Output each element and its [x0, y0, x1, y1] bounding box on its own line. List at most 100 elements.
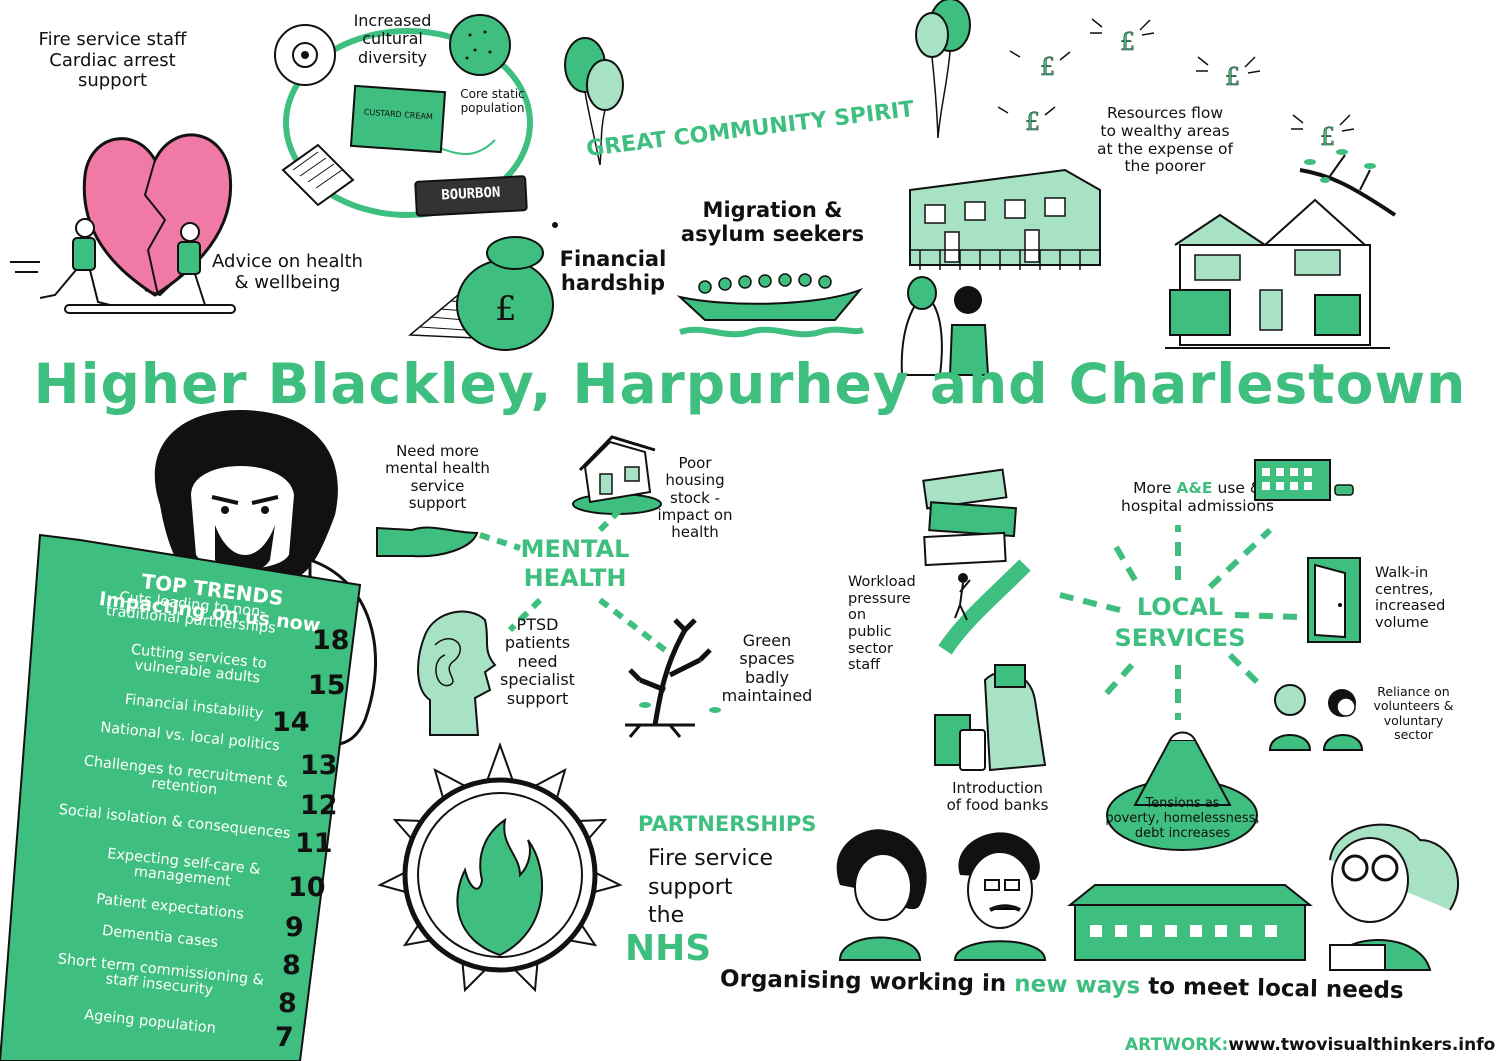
reliance-text: Reliance on volunteers & voluntary secto…	[1366, 684, 1461, 743]
core-text: Core static population	[445, 87, 540, 116]
partnerships-line-1: Fire service	[648, 846, 774, 871]
custard-cream-biscuit: CUSTARD CREAM	[349, 84, 447, 154]
firefighters-icon	[10, 218, 206, 306]
resources-line-1: Resources flow	[1106, 104, 1223, 122]
local-services-heading: LOCAL SERVICES	[1110, 592, 1250, 654]
artwork-label: ARTWORK:	[1125, 1035, 1229, 1055]
mental-health-connectors	[479, 502, 667, 653]
workload-text: Workload pressure on public sector staff	[848, 574, 928, 674]
mental-health-heading: MENTAL HEALTH	[510, 535, 640, 593]
svg-text:£: £	[495, 289, 517, 329]
local-services-spokes	[1059, 525, 1301, 720]
organising-text: Organising working in new ways to meet l…	[720, 966, 1404, 1004]
reliance-line-1: Reliance on	[1377, 684, 1450, 699]
reliance-line-4: sector	[1394, 727, 1433, 743]
workload-line-4: sector	[848, 640, 893, 657]
custard-cream-label: CUSTARD CREAM	[363, 107, 434, 122]
tensions-line-3: debt increases	[1134, 825, 1231, 841]
svg-text:£: £	[1120, 28, 1135, 56]
poor-housing-line-3: stock -	[670, 488, 720, 507]
walkin-line-2: centres,	[1375, 581, 1434, 598]
financial-line-1: Financial	[559, 247, 667, 271]
resources-line-4: the poorer	[1124, 157, 1206, 176]
poor-housing-text: Poor housing stock - impact on health	[650, 454, 740, 541]
ptsd-line-5: support	[506, 688, 569, 708]
resources-line-3: at the expense of	[1097, 139, 1233, 158]
terraced-houses-icon	[909, 168, 1101, 270]
ptsd-line-2: patients	[504, 633, 571, 653]
svg-text:£: £	[1225, 63, 1240, 91]
nhs-text: NHS	[625, 928, 712, 969]
trend-value: 15	[308, 670, 346, 701]
fire-staff-line-3: support	[77, 70, 148, 92]
community-building-icon	[1067, 884, 1313, 961]
fire-staff-line-2: Cardiac arrest	[49, 49, 176, 71]
hospital-icon	[1254, 459, 1354, 501]
diversity-line-2: cultural	[362, 29, 423, 49]
financial-line-2: hardship	[560, 271, 666, 296]
ptsd-text: PTSD patients need specialist support	[490, 615, 585, 708]
trend-value: 13	[300, 750, 338, 781]
mental-health-line-1: MENTAL	[520, 535, 630, 563]
ae-post: use &	[1212, 479, 1262, 497]
trend-value: 14	[272, 707, 310, 738]
trend-value: 7	[275, 1022, 294, 1053]
walkin-line-3: increased	[1375, 598, 1446, 615]
financial-text: Financial hardship	[558, 247, 668, 295]
poor-housing-line-4: impact on	[657, 505, 733, 524]
trend-value: 8	[282, 950, 301, 981]
poor-housing-line-2: housing	[665, 471, 725, 490]
volcano-icon	[1106, 731, 1258, 851]
ae-pre: More	[1133, 479, 1177, 497]
balloons-right-icon	[915, 0, 971, 139]
organising-pre: Organising working in	[719, 966, 1015, 998]
fire-service-badge-icon	[377, 742, 623, 993]
core-line-1: Core static	[460, 87, 525, 101]
advice-text: Advice on health & wellbeing	[195, 251, 380, 293]
books-climber-icon	[922, 468, 1031, 655]
artwork-credit: ARTWORK:www.twovisualthinkers.info	[1125, 1035, 1495, 1055]
artwork-link[interactable]: www.twovisualthinkers.info	[1228, 1035, 1496, 1055]
community-spirit-text: GREAT COMMUNITY SPIRIT	[584, 96, 916, 162]
partnerships-line-3: the	[648, 903, 685, 929]
tensions-line-1: Tensions as	[1145, 796, 1220, 811]
diversity-line-3: diversity	[357, 47, 427, 67]
tensions-line-2: poverty, homelessness,	[1105, 810, 1260, 826]
poor-housing-line-5: health	[671, 523, 719, 541]
ae-line-1: More A&E use &	[1110, 479, 1285, 498]
volunteers-icon	[1268, 684, 1364, 751]
balloons-left-icon	[564, 37, 624, 166]
green-spaces-line-4: maintained	[721, 686, 813, 706]
need-more-line-4: support	[408, 493, 467, 512]
migration-line-1: Migration &	[702, 198, 843, 222]
man-glasses-icon	[953, 832, 1047, 961]
trends-board	[0, 533, 362, 1061]
foodbanks-text: Introduction of food banks	[935, 779, 1060, 815]
trend-value: 11	[295, 828, 333, 859]
core-line-2: population	[460, 100, 525, 115]
fire-staff-line-1: Fire service staff	[38, 29, 187, 50]
ae-text: More A&E use & hospital admissions	[1110, 479, 1285, 516]
bourbon-biscuit: BOURBON	[414, 175, 528, 217]
migration-line-2: asylum seekers	[680, 222, 865, 247]
ptsd-line-3: need	[517, 651, 558, 671]
woman-curly-hair-icon	[836, 829, 927, 961]
resources-text: Resources flow to wealthy areas at the e…	[1080, 104, 1250, 176]
walkin-text: Walk-in centres, increased volume	[1375, 565, 1460, 632]
need-more-line-3: service	[410, 476, 465, 495]
cookie-icon	[274, 24, 336, 86]
partnerships-text: Fire service support the	[648, 845, 773, 931]
money-bag-icon: £	[408, 222, 558, 351]
reliance-line-2: volunteers &	[1373, 698, 1454, 714]
trend-value: 9	[285, 912, 304, 943]
workload-line-2: pressure on	[848, 590, 911, 624]
trend-value: 12	[300, 790, 338, 821]
bourbon-label: BOURBON	[441, 184, 501, 204]
fire-staff-text: Fire service staff Cardiac arrest suppor…	[20, 29, 205, 92]
need-more-line-2: mental health	[385, 459, 490, 478]
green-spaces-line-1: Green	[742, 631, 792, 650]
partnerships-heading: PARTNERSHIPS	[638, 812, 817, 836]
local-services-line-1: LOCAL	[1136, 593, 1224, 621]
workload-line-3: public	[848, 624, 892, 641]
advice-line-2: & wellbeing	[234, 271, 341, 293]
